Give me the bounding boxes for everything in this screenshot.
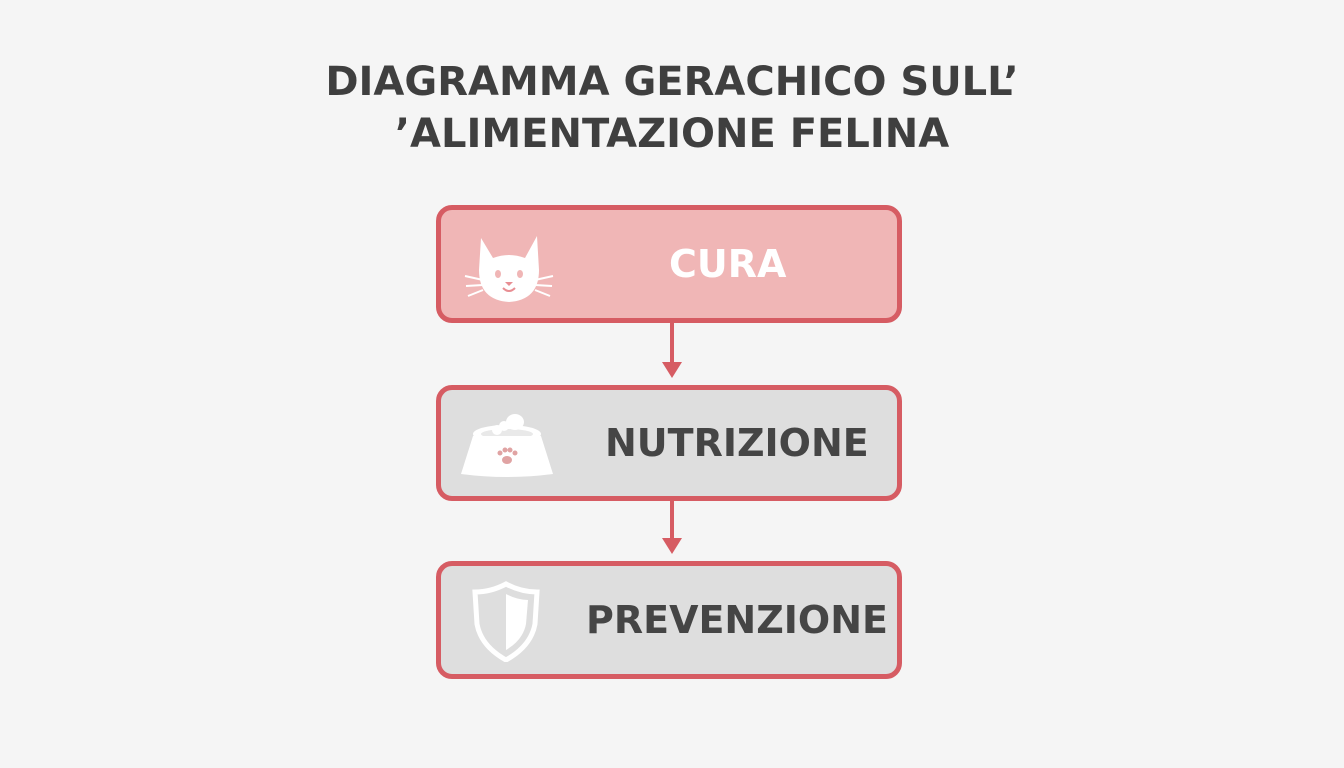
diagram-title: DIAGRAMMA GERACHICO SULL’ ’ALIMENTAZIONE… — [0, 56, 1344, 160]
node-label-prevenzione: PREVENZIONE — [586, 598, 888, 642]
title-line-2: ’ALIMENTAZIONE FELINA — [394, 111, 950, 157]
node-nutrizione: NUTRIZIONE — [436, 385, 902, 501]
node-cura: CURA — [436, 205, 902, 323]
node-label-nutrizione: NUTRIZIONE — [605, 421, 869, 465]
title-line-1: DIAGRAMMA GERACHICO SULL’ — [325, 59, 1019, 105]
connector-arrow-2 — [662, 498, 682, 554]
connector-arrow-1 — [662, 320, 682, 378]
food-bowl-icon — [461, 414, 553, 477]
shield-icon — [472, 581, 540, 662]
node-label-cura: CURA — [669, 242, 787, 286]
cat-face-icon — [464, 236, 554, 302]
node-prevenzione: PREVENZIONE — [436, 561, 902, 679]
